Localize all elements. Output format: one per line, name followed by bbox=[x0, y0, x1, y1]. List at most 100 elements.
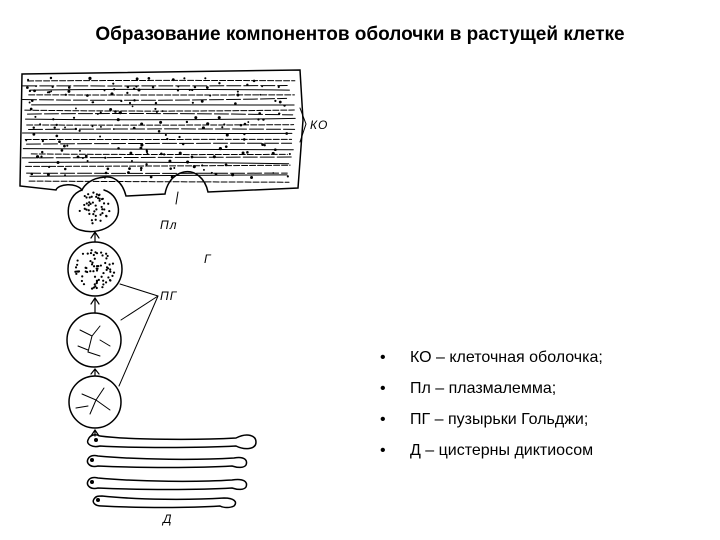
granule-dot bbox=[29, 107, 33, 111]
granule-dot bbox=[32, 132, 36, 136]
granule-dot bbox=[79, 149, 81, 152]
dictyosome-cisternae bbox=[86, 434, 257, 509]
vesicle-dot bbox=[98, 197, 101, 200]
granule-dot bbox=[33, 89, 36, 93]
granule-dot bbox=[34, 115, 37, 118]
granule-dot bbox=[49, 76, 53, 80]
granule-dot bbox=[178, 135, 181, 139]
fibril-line bbox=[24, 109, 295, 112]
fibril-line bbox=[22, 148, 294, 151]
vesicle-dot bbox=[98, 199, 101, 202]
granule-dot bbox=[278, 100, 282, 104]
granule-dot bbox=[64, 93, 67, 96]
vesicle-dot bbox=[99, 219, 102, 222]
granule-dot bbox=[78, 129, 81, 132]
granule-dot bbox=[283, 104, 286, 107]
granule-dot bbox=[118, 111, 122, 115]
vesicle-dot bbox=[106, 254, 109, 258]
granule-dot bbox=[140, 169, 143, 172]
granule-dot bbox=[243, 122, 247, 126]
vesicle-dot bbox=[107, 202, 110, 205]
vesicle-dot bbox=[82, 283, 86, 286]
granule-dot bbox=[30, 99, 34, 102]
granule-dot bbox=[50, 90, 53, 93]
granule-dot bbox=[86, 94, 89, 97]
fibril-line bbox=[30, 153, 288, 156]
granule-dot bbox=[56, 161, 60, 164]
granule-dot bbox=[46, 91, 49, 94]
granule-dot bbox=[47, 165, 51, 168]
vesicle-dot bbox=[101, 208, 104, 211]
granule-dot bbox=[212, 155, 216, 159]
granule-dot bbox=[261, 85, 264, 88]
vesicle-dot bbox=[94, 285, 97, 288]
granule-dot bbox=[286, 175, 289, 178]
granule-dot bbox=[46, 173, 50, 177]
vesicle-dot bbox=[100, 205, 103, 209]
granule-dot bbox=[28, 89, 32, 93]
granule-dot bbox=[112, 82, 115, 85]
granule-dot bbox=[204, 77, 207, 80]
vesicle-dot bbox=[102, 271, 105, 275]
granule-dot bbox=[116, 118, 120, 122]
vesicle-dot bbox=[95, 265, 99, 268]
vesicle-dot bbox=[77, 270, 81, 273]
granule-dot bbox=[64, 174, 66, 177]
granule-dot bbox=[257, 118, 260, 121]
granule-dot bbox=[170, 175, 174, 179]
pg-pointer-lines bbox=[118, 283, 159, 387]
granule-dot bbox=[188, 88, 191, 91]
vesicle-dot bbox=[83, 207, 86, 210]
vesicle-dot bbox=[83, 194, 86, 198]
granule-dot bbox=[52, 118, 55, 121]
vesicle-dot bbox=[85, 208, 88, 211]
granule-dot bbox=[96, 112, 99, 115]
granule-dot bbox=[258, 112, 262, 115]
granule-dot bbox=[149, 175, 153, 179]
granule-dot bbox=[58, 140, 61, 144]
granule-dot bbox=[74, 127, 78, 131]
vesicle-dot bbox=[106, 267, 110, 270]
granule-dot bbox=[176, 89, 180, 92]
vesicle-dot bbox=[81, 252, 85, 255]
granule-dot bbox=[132, 126, 136, 130]
vesicle-dot bbox=[100, 275, 103, 278]
vesicle-dot bbox=[95, 195, 98, 198]
granule-dot bbox=[225, 133, 229, 137]
vesicle-dot bbox=[112, 271, 116, 274]
vesicle-dot bbox=[89, 259, 92, 263]
granule-dot bbox=[262, 118, 265, 121]
granule-dot bbox=[126, 171, 130, 175]
granule-dot bbox=[192, 165, 196, 169]
granule-dot bbox=[201, 164, 204, 167]
vesicle-dot bbox=[97, 278, 100, 281]
granule-dot bbox=[178, 151, 182, 155]
granule-dot bbox=[194, 116, 198, 120]
vesicle-dot bbox=[103, 208, 106, 211]
granule-dot bbox=[277, 85, 280, 89]
vesicle-dot bbox=[99, 213, 102, 216]
legend-item-pl: •Пл – плазмалемма; bbox=[380, 380, 557, 397]
granule-dot bbox=[206, 122, 210, 126]
granule-dot bbox=[236, 93, 240, 97]
granule-dot bbox=[191, 88, 194, 92]
granule-dot bbox=[133, 99, 136, 102]
vesicle-dot bbox=[91, 201, 94, 204]
granule-dot bbox=[164, 133, 167, 136]
granule-dot bbox=[140, 143, 144, 147]
granule-dot bbox=[210, 171, 213, 175]
granule-dot bbox=[186, 160, 190, 164]
vesicle-dot bbox=[90, 249, 93, 252]
vesicle-dot bbox=[78, 209, 81, 213]
vesicle-dot bbox=[81, 275, 84, 278]
granule-dot bbox=[168, 159, 172, 163]
vesicle-dot bbox=[109, 279, 112, 282]
vesicle-dot bbox=[100, 251, 103, 254]
granule-dot bbox=[60, 149, 64, 152]
granule-dot bbox=[191, 101, 194, 104]
legend-item-d: •Д – цистерны диктиосом bbox=[380, 442, 594, 459]
granule-dot bbox=[154, 107, 157, 110]
vesicle-dot bbox=[111, 274, 114, 278]
vesicle-dot bbox=[95, 282, 98, 285]
